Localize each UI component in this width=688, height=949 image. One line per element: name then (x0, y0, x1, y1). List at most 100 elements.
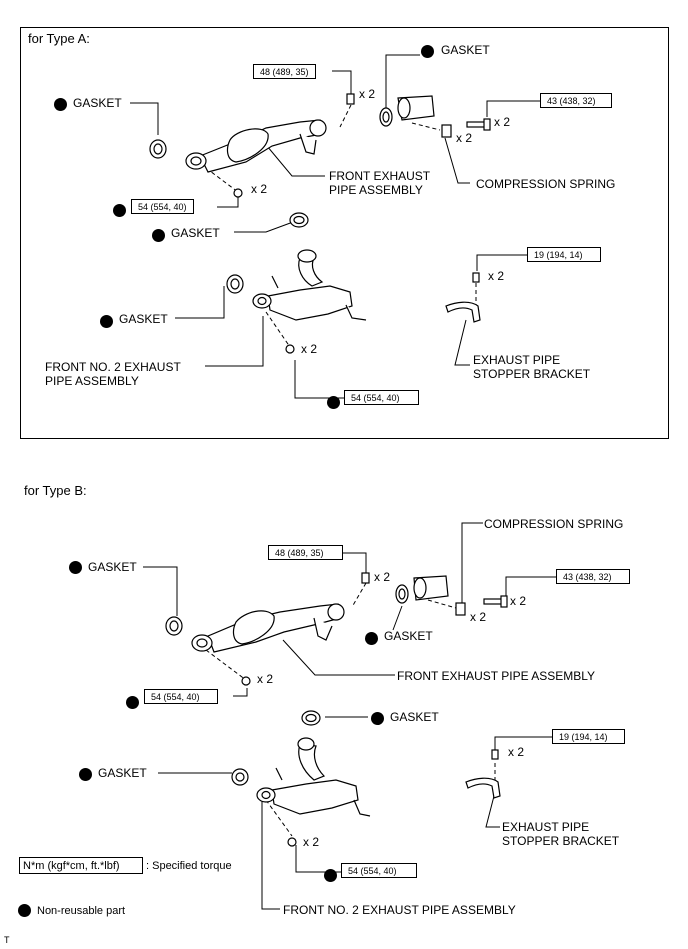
b-torque-bracket: 19 (194, 14) (552, 729, 625, 744)
leader-a-torque-no2 (294, 360, 344, 399)
b-bolt-top (361, 572, 370, 584)
non-reusable-dot (421, 45, 434, 58)
leader-a-gasket-left (130, 102, 159, 135)
b-torque-top-left: 48 (489, 35) (268, 545, 343, 560)
b-qty-top-right: x 2 (510, 594, 527, 608)
b-gasket-right-label: GASKET (384, 629, 433, 643)
b-qty-no2: x 2 (303, 835, 320, 849)
a-front-pipe-label: FRONT EXHAUST PIPE ASSEMBLY (329, 169, 431, 197)
a-qty-top-right: x 2 (494, 115, 511, 129)
leader-b-bracket (485, 795, 500, 828)
legend-torque-desc: : Specified torque (146, 860, 232, 872)
leader-b-spring (461, 522, 483, 608)
a-torque-no2: 54 (554, 40) (344, 390, 419, 405)
leader-b-gasket-right (392, 605, 403, 631)
a-gasket-low-label: GASKET (119, 312, 168, 326)
legend-torque-box: N*m (kgf*cm, ft.*lbf) (19, 857, 143, 874)
leader-a-gasket-low (175, 286, 225, 319)
leader-b-torque-no2 (295, 845, 341, 873)
b-torque-front: 54 (554, 40) (144, 689, 218, 704)
b-gasket-left-label: GASKET (88, 560, 137, 574)
a-qty-spring: x 2 (456, 131, 473, 145)
b-qty-top-left: x 2 (374, 570, 391, 584)
b-compression-spring-label: COMPRESSION SPRING (484, 517, 624, 531)
type-a-title: for Type A: (28, 31, 90, 46)
a-front-no2-label: FRONT NO. 2 EXHAUST PIPE ASSEMBLY (45, 360, 181, 388)
a-nut-no2 (285, 344, 295, 354)
b-stopper-bracket-drawing (465, 777, 501, 799)
non-reusable-dot (54, 98, 67, 111)
leader-a-bracket (454, 319, 470, 366)
a-qty-front: x 2 (251, 182, 268, 196)
leader-b-torque-top-right (505, 576, 556, 596)
a-gasket-mid-label: GASKET (171, 226, 220, 240)
type-a-frame (20, 27, 669, 439)
a-tail-pipe-drawing (397, 95, 435, 121)
leader-b-front-no2 (261, 795, 280, 910)
a-front-pipe-drawing (185, 119, 327, 173)
a-torque-bracket: 19 (194, 14) (527, 247, 601, 262)
b-bolt-bracket (491, 749, 499, 760)
non-reusable-dot (113, 204, 126, 217)
footer-mark: T (4, 935, 10, 945)
b-front-no2-label: FRONT NO. 2 EXHAUST PIPE ASSEMBLY (283, 903, 516, 917)
non-reusable-dot (69, 561, 82, 574)
leader-b-front-pipe (282, 639, 395, 676)
b-nut-front (241, 676, 251, 686)
a-gasket-top-label: GASKET (441, 43, 490, 57)
non-reusable-dot (100, 315, 113, 328)
a-bracket-label: EXHAUST PIPE STOPPER BRACKET (473, 353, 591, 381)
leader-a-front-pipe (261, 139, 325, 177)
non-reusable-dot (327, 396, 340, 409)
b-qty-spring: x 2 (470, 610, 487, 624)
non-reusable-dot (365, 632, 378, 645)
a-nut-front (233, 188, 243, 198)
b-tail-pipe-drawing (413, 575, 449, 601)
non-reusable-dot (371, 712, 384, 725)
non-reusable-dot (79, 768, 92, 781)
a-stopper-bracket-drawing (445, 301, 481, 323)
a-qty-bracket: x 2 (488, 269, 505, 283)
b-torque-no2: 54 (554, 40) (341, 863, 417, 878)
non-reusable-dot (152, 229, 165, 242)
non-reusable-dot (324, 869, 337, 882)
b-torque-top-right: 43 (438, 32) (556, 569, 630, 584)
a-front-no2-drawing (252, 249, 367, 321)
leader-a-gasket-mid (234, 221, 294, 233)
a-torque-front: 54 (554, 40) (131, 199, 194, 214)
b-qty-bracket: x 2 (508, 745, 525, 759)
leader-a-gasket-top (385, 54, 420, 112)
a-compression-spring-label: COMPRESSION SPRING (476, 177, 616, 191)
leader-a-torque-top-left (332, 70, 352, 94)
a-torque-top-right: 43 (438, 32) (540, 93, 612, 108)
non-reusable-dot (126, 696, 139, 709)
b-gasket-mid-label: GASKET (390, 710, 439, 724)
b-spring (455, 602, 466, 616)
leader-a-torque-bracket (476, 254, 527, 271)
a-qty-no2: x 2 (301, 342, 318, 356)
b-front-pipe-label: FRONT EXHAUST PIPE ASSEMBLY (397, 669, 596, 683)
b-nut-no2 (287, 837, 297, 847)
leader-b-torque-bracket (494, 736, 552, 750)
a-bolt-top (346, 93, 355, 105)
a-bolt-bracket (472, 272, 480, 283)
leader-a-spring (444, 137, 470, 184)
leader-b-torque-front (233, 688, 248, 697)
legend-non-reusable-label: Non-reusable part (37, 905, 126, 917)
b-front-pipe-drawing (191, 603, 345, 653)
b-qty-front: x 2 (257, 672, 274, 686)
a-qty-top-left: x 2 (359, 87, 376, 101)
b-gasket-low-label: GASKET (98, 766, 147, 780)
b-front-no2-drawing (256, 737, 371, 817)
type-b-title: for Type B: (24, 483, 87, 498)
leader-a-torque-top-right (486, 100, 540, 117)
legend-non-reusable-dot (18, 904, 31, 917)
leader-a-torque-front (217, 197, 239, 208)
leader-b-gasket-left (143, 566, 178, 616)
a-torque-top-left: 48 (489, 35) (253, 64, 316, 79)
leader-b-torque-top-left (343, 552, 367, 573)
b-bracket-label: EXHAUST PIPE STOPPER BRACKET (502, 820, 620, 848)
leader-a-front-no2 (205, 316, 264, 367)
a-gasket-left-label: GASKET (73, 96, 122, 110)
